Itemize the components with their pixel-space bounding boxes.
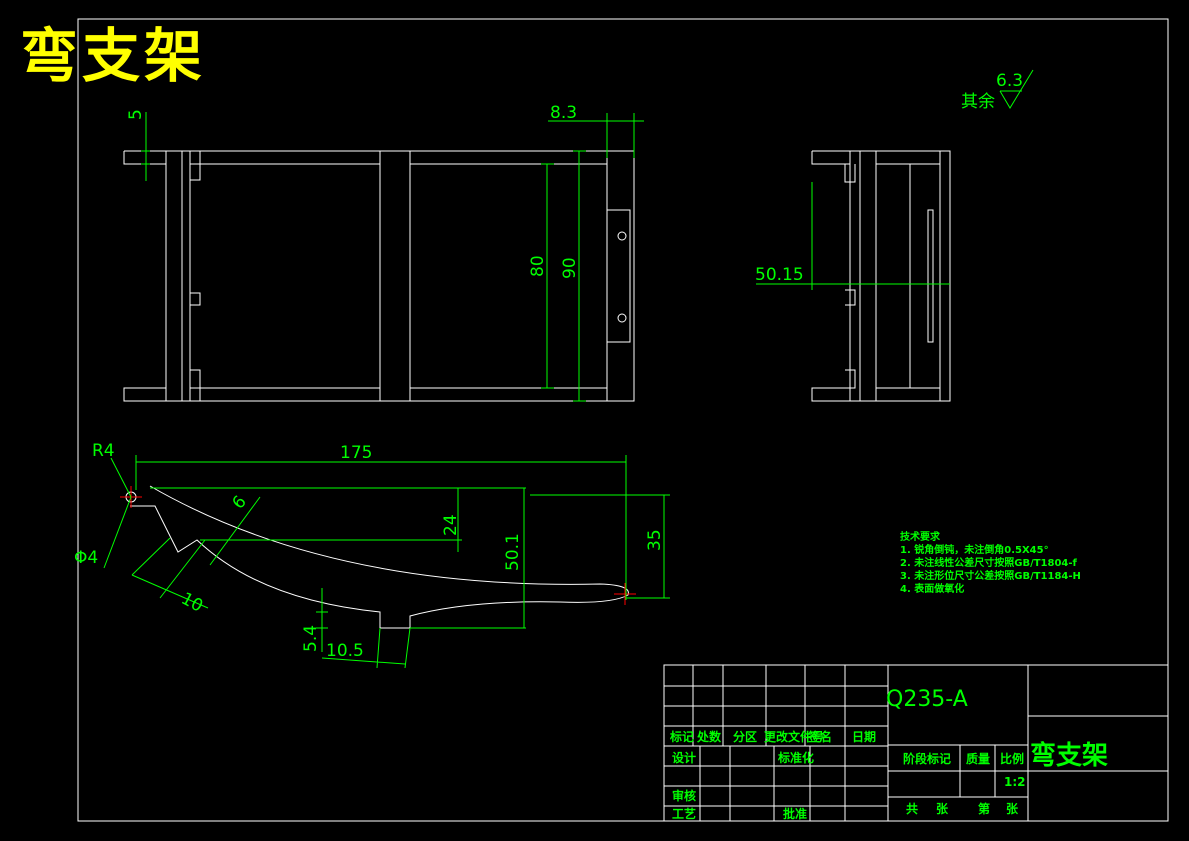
part-name: 弯支架 (1030, 740, 1108, 771)
dim-50-15: 50.15 (755, 265, 804, 285)
label-page: 第 (978, 801, 990, 816)
header-count: 处数 (696, 729, 722, 744)
top-view: 5 8.3 80 90 (123, 103, 644, 402)
label-weight: 质量 (966, 751, 990, 766)
tech-item-4: 4. 表面做氧化 (900, 582, 964, 595)
label-sheets-2: 张 (1006, 801, 1019, 816)
side-view: 50.15 (755, 150, 951, 402)
scale-value: 1:2 (1004, 775, 1026, 789)
label-sheets-1: 张 (936, 801, 949, 816)
header-change: 更改文件号 (764, 729, 824, 744)
dim-24: 24 (441, 514, 461, 536)
title-block: Q235-A 弯支架 标记 处数 分区 更改文件号 签名 日期 设计 标准化 审… (663, 664, 1169, 822)
tech-item-3: 3. 未注形位尺寸公差按照GB/T1184-H (900, 569, 1081, 582)
header-date: 日期 (852, 729, 876, 744)
label-review: 审核 (672, 788, 696, 803)
label-approve: 批准 (783, 806, 807, 821)
dim-5-4: 5.4 (301, 625, 321, 652)
label-stage-mark: 阶段标记 (903, 751, 951, 766)
dim-50-1: 50.1 (503, 533, 523, 571)
material: Q235-A (886, 687, 968, 712)
drawing-frame (77, 18, 1169, 822)
dim-r4: R4 (92, 441, 115, 461)
header-sign: 签名 (807, 729, 832, 744)
dim-10-5: 10.5 (326, 641, 364, 661)
tech-heading: 技术要求 (900, 530, 941, 543)
label-design: 设计 (672, 750, 696, 765)
roughness-label: 其余 (961, 92, 995, 112)
dim-8-3: 8.3 (550, 103, 577, 123)
dim-90: 90 (560, 257, 580, 279)
label-standardize: 标准化 (777, 750, 814, 765)
tech-item-1: 1. 锐角倒钝，未注倒角0.5X45° (900, 543, 1049, 556)
dim-35: 35 (645, 529, 665, 551)
dim-80: 80 (528, 255, 548, 277)
dim-phi4: Φ4 (74, 548, 98, 568)
tech-requirements: 技术要求 1. 锐角倒钝，未注倒角0.5X45° 2. 未注线性公差尺寸按照GB… (900, 530, 1081, 595)
dim-5: 5 (126, 109, 146, 120)
roughness-symbol: 6.3 其余 (961, 69, 1034, 112)
header-zone: 分区 (733, 729, 757, 744)
drawing-title: 弯支架 (20, 22, 206, 90)
tech-item-2: 2. 未注线性公差尺寸按照GB/T1804-f (900, 556, 1078, 569)
roughness-value: 6.3 (996, 71, 1023, 91)
label-scale: 比例 (1000, 751, 1024, 766)
label-process: 工艺 (672, 806, 696, 821)
dim-175: 175 (340, 443, 372, 463)
label-total: 共 (906, 801, 918, 816)
header-mark: 标记 (669, 729, 694, 744)
